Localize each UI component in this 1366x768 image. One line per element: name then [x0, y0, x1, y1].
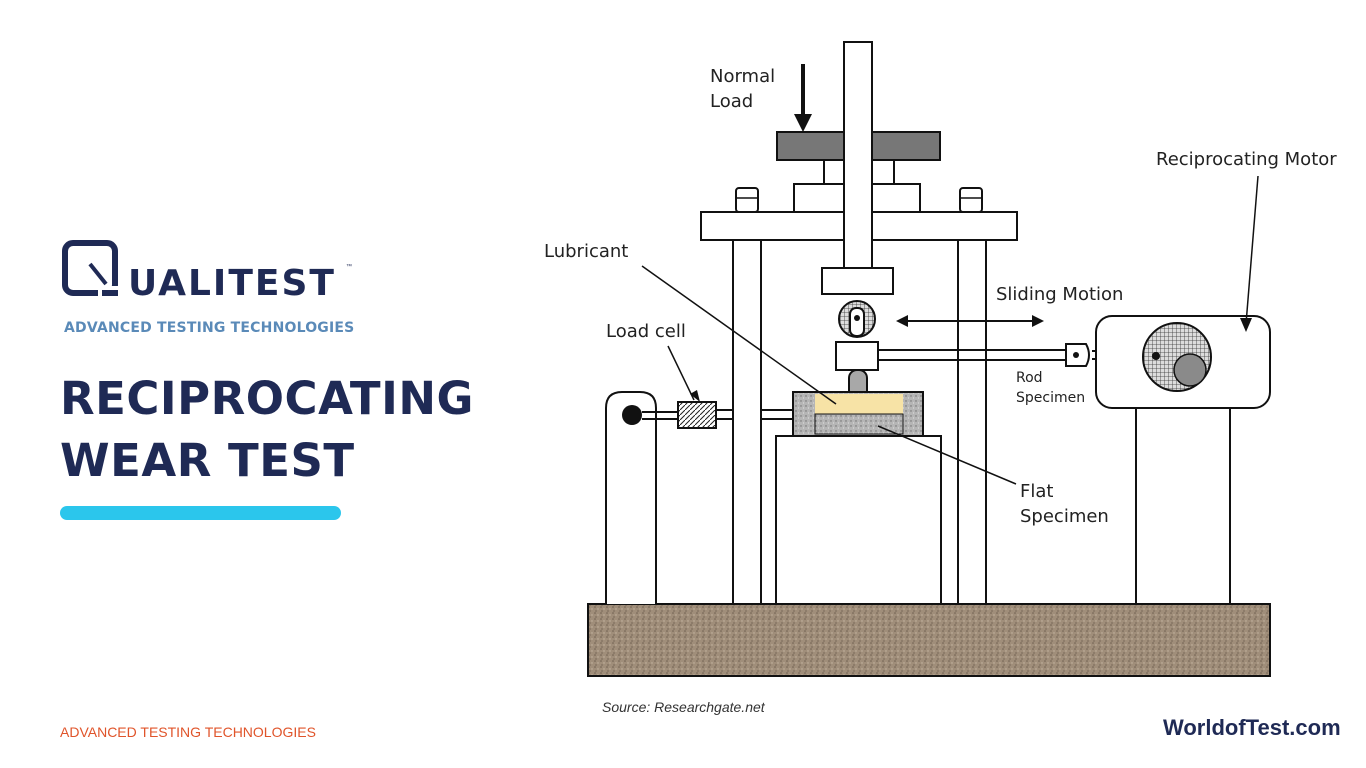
base-plate [587, 603, 1271, 677]
flat-specimen-leader [877, 425, 1017, 485]
left-bolt [735, 187, 759, 213]
left-post [605, 391, 657, 604]
lubricant [815, 394, 903, 414]
logo-trademark: ™ [346, 264, 352, 270]
label-normal-load-2: Load [710, 91, 753, 112]
specimen-stage [775, 435, 942, 605]
motor-stand [1135, 407, 1231, 605]
label-flat-specimen-2: Specimen [1020, 506, 1109, 527]
label-sliding-motion: Sliding Motion [996, 284, 1123, 305]
left-column [732, 239, 762, 605]
logo-q-mark-icon [62, 240, 118, 296]
main-shaft [843, 41, 873, 269]
load-cell-leader [667, 345, 695, 401]
flat-specimen [814, 413, 904, 435]
label-rod-specimen-2: Specimen [1016, 390, 1085, 406]
brand-tagline: ADVANCED TESTING TECHNOLOGIES [64, 320, 355, 336]
normal-load-arrowhead [794, 114, 812, 132]
label-lubricant: Lubricant [544, 241, 628, 262]
label-load-cell: Load cell [606, 321, 686, 342]
footer-tagline: ADVANCED TESTING TECHNOLOGIES [60, 724, 316, 740]
lubricant-leader [641, 265, 837, 405]
footer-website-link[interactable]: WorldofTest.com [1163, 715, 1341, 740]
logo-wordmark: UALITEST [128, 263, 336, 304]
load-cell [677, 401, 717, 429]
right-column [957, 239, 987, 605]
roller-link [849, 307, 865, 337]
motor-crank [1173, 353, 1207, 387]
shaft-collar [821, 267, 894, 295]
page-title: RECIPROCATING WEAR TEST [60, 368, 530, 492]
motor-leader [1245, 175, 1259, 325]
label-reciprocating-motor: Reciprocating Motor [1156, 149, 1337, 170]
title-line-1: RECIPROCATING [60, 372, 474, 425]
pivot-ball [622, 405, 642, 425]
image-source-caption: Source: Researchgate.net [602, 699, 765, 715]
qualitest-logo: UALITEST ™ [62, 240, 362, 310]
label-flat-specimen-1: Flat [1020, 481, 1053, 502]
label-rod-specimen-1: Rod [1016, 370, 1043, 386]
title-line-2: WEAR TEST [60, 434, 355, 487]
reciprocating-wear-test-diagram: Normal Load Reciprocating Motor Lubrican… [544, 41, 1337, 677]
rod-holder [835, 341, 879, 371]
right-bolt [959, 187, 983, 213]
label-normal-load-1: Normal [710, 66, 775, 87]
title-underline [60, 506, 341, 520]
